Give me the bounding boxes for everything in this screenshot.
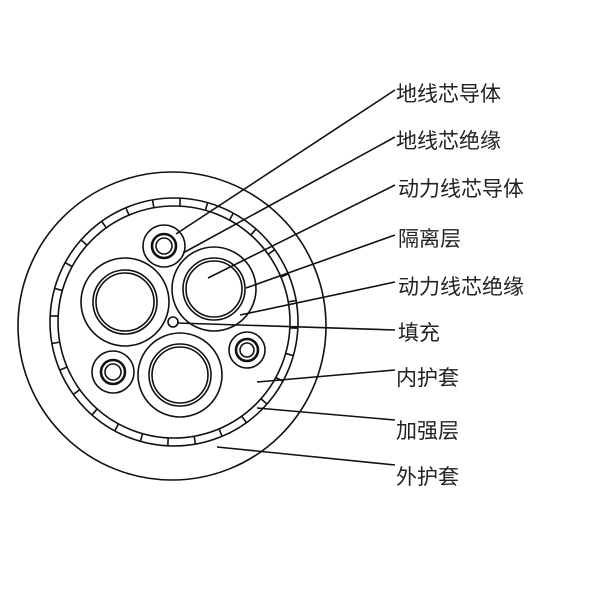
ground-core-strand [155, 237, 173, 255]
label-ground-conductor: 地线芯导体 [396, 82, 501, 106]
reinforcement-tick [59, 366, 68, 371]
label-separator: 隔离层 [398, 227, 461, 251]
reinforcement-tick [151, 199, 155, 208]
ground-core [228, 331, 266, 369]
power-core [171, 246, 257, 332]
ground-core-strand [239, 342, 255, 358]
ground-core-insulation [228, 331, 266, 369]
filler [167, 316, 179, 328]
reinforcement-tick [288, 299, 297, 303]
labels: 地线芯导体 地线芯绝缘 动力线芯导体 隔离层 动力线芯绝缘 填充 内护套 加强层… [396, 82, 524, 489]
power-core-insulation [137, 332, 223, 418]
reinforcement-layer-inner [57, 205, 291, 439]
power-core [80, 257, 170, 347]
reinforcement-tick [218, 428, 223, 437]
label-ground-insulation: 地线芯绝缘 [396, 129, 501, 153]
reinforcement-tick [280, 273, 289, 278]
reinforcement-tick [91, 408, 98, 416]
power-core-separator [182, 257, 246, 321]
ground-core [91, 350, 135, 394]
reinforcement-tick [72, 389, 81, 396]
reinforcement-tick [80, 239, 88, 246]
outer-sheath [17, 171, 327, 481]
reinforcement-tick [260, 398, 268, 405]
ground-core-conductor [234, 337, 260, 363]
reinforcement-tick [241, 415, 248, 424]
reinforcement-tick [267, 248, 276, 255]
ground-core-conductor [99, 358, 127, 386]
reinforcement-tick [64, 261, 73, 268]
label-inner-sheath: 内护套 [396, 366, 459, 390]
ground-core [142, 224, 186, 268]
reinforcement-tick [113, 423, 120, 432]
label-filler: 填充 [398, 321, 440, 345]
reinforcement-tick [139, 433, 144, 442]
power-core-insulation [171, 246, 257, 332]
power-core-separator [148, 343, 212, 407]
leader-line [256, 369, 396, 383]
label-power-insulation: 动力线芯绝缘 [398, 275, 524, 299]
reinforcement-tick [193, 436, 197, 445]
reinforcement-tick [250, 228, 257, 236]
power-core-separator [92, 269, 158, 335]
leader-line [216, 446, 396, 466]
label-reinforcement: 加强层 [396, 419, 459, 443]
ground-core-insulation [142, 224, 186, 268]
label-power-conductor: 动力线芯导体 [398, 177, 524, 201]
leader-line [256, 407, 396, 421]
cable [17, 171, 327, 481]
ground-core-conductor [150, 232, 178, 260]
power-core-conductor [185, 260, 243, 318]
leader-line [176, 322, 396, 331]
label-outer-sheath: 外护套 [396, 465, 459, 489]
power-core-insulation [80, 257, 170, 347]
leader-line [245, 234, 396, 289]
reinforcement-tick [51, 341, 60, 345]
reinforcement-tick [54, 287, 63, 292]
power-core-conductor [151, 346, 209, 404]
reinforcement-ticks [50, 198, 298, 446]
reinforcement-tick [285, 352, 294, 357]
reinforcement-tick [204, 202, 209, 211]
ground-core-insulation [91, 350, 135, 394]
leader-line [207, 184, 396, 279]
leader-line [175, 89, 396, 235]
leader-line [239, 281, 396, 316]
power-core [137, 332, 223, 418]
reinforcement-tick [125, 207, 130, 216]
ground-core-strand [104, 363, 122, 381]
power-core-conductor [95, 272, 155, 332]
leader-lines [175, 89, 396, 466]
reinforcement-layer-outer [49, 197, 299, 447]
reinforcement-tick [100, 220, 107, 229]
leader-line [182, 136, 396, 254]
reinforcement-tick [228, 212, 235, 221]
